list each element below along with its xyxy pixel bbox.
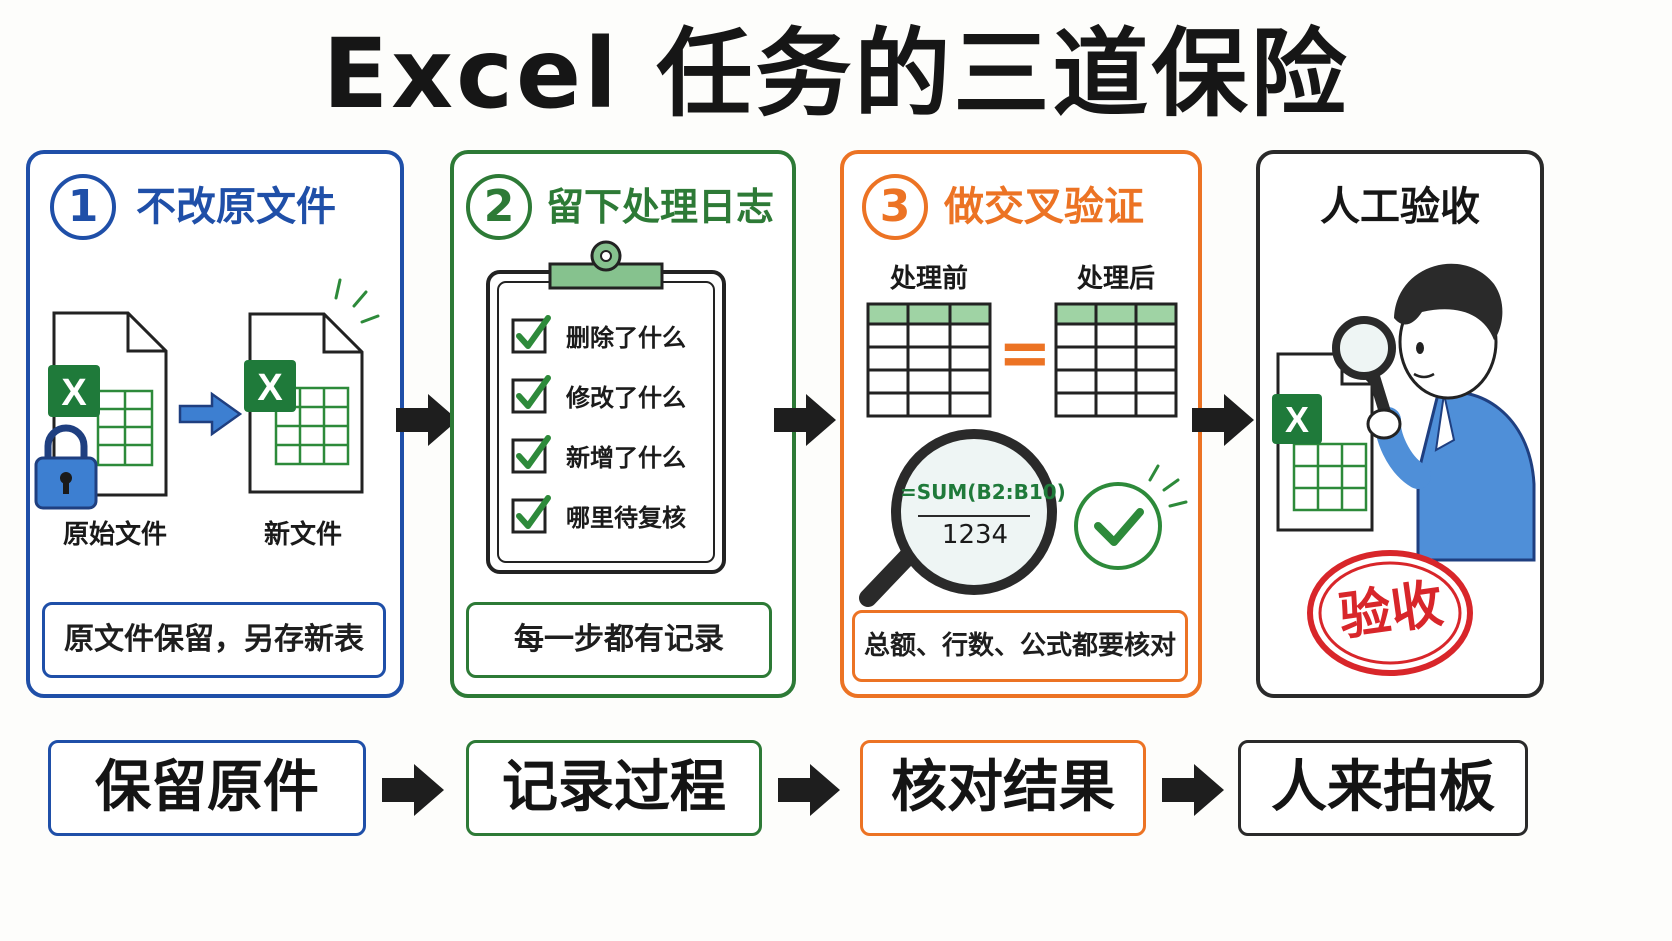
arrow-right-icon: [774, 394, 836, 446]
equals-sign: =: [998, 317, 1052, 391]
checkbox-icon: [511, 435, 551, 474]
original-file-label: 原始文件: [62, 520, 167, 550]
checklist-item-label: 删除了什么: [566, 324, 686, 352]
arrow-right-icon: [1192, 394, 1254, 446]
step-summary-1: 原文件保留，另存新表: [42, 602, 386, 678]
person-icon: X: [1272, 263, 1536, 562]
panel-cross-validation: [840, 150, 1202, 698]
before-label: 处理前: [889, 264, 968, 294]
checkbox-icon: [511, 375, 551, 414]
checklist-item: 删除了什么: [510, 310, 710, 358]
arrow-right-icon: [396, 394, 458, 446]
flow-step-human-decision: 人来拍板: [1238, 740, 1528, 836]
flow-step-record-process: 记录过程: [466, 740, 762, 836]
checkbox-icon: [511, 495, 551, 534]
checklist-item: 新增了什么: [510, 430, 710, 478]
arrow-right-icon: [1162, 764, 1224, 816]
step-number-1: 1: [50, 174, 116, 240]
arrow-right-icon: [178, 391, 243, 437]
lock-icon: [34, 424, 98, 510]
stamp-icon: [1307, 550, 1473, 676]
after-label: 处理后: [1076, 264, 1155, 294]
checklist-item-label: 修改了什么: [566, 384, 686, 412]
svg-text:X: X: [1285, 399, 1309, 440]
step-title-4: 人工验收: [1320, 184, 1480, 230]
svg-text:X: X: [61, 372, 87, 414]
step-number-2: 2: [466, 174, 532, 240]
checkbox-icon: [511, 315, 551, 354]
step-summary-2: 每一步都有记录: [466, 602, 772, 678]
checklist-item: 修改了什么: [510, 370, 710, 418]
step-title-2: 留下处理日志: [546, 185, 775, 229]
arrow-right-icon: [778, 764, 840, 816]
svg-text:X: X: [257, 367, 283, 409]
checklist-item-label: 哪里待复核: [566, 504, 686, 532]
step-summary-3: 总额、行数、公式都要核对: [852, 610, 1188, 682]
formula-text: =SUM(B2:B10): [900, 480, 1066, 504]
step-number-3: 3: [862, 174, 928, 240]
flow-step-check-results: 核对结果: [860, 740, 1146, 836]
flow-step-keep-original: 保留原件: [48, 740, 366, 836]
result-value: 1234: [941, 520, 1009, 550]
magnifier-icon: [859, 429, 1057, 607]
page-title: Excel 任务的三道保险: [322, 18, 1350, 130]
after-table-icon: [1054, 302, 1178, 418]
new-excel-file-icon: X: [244, 278, 380, 494]
arrow-right-icon: [382, 764, 444, 816]
checklist-item: 哪里待复核: [510, 490, 710, 538]
step-title-3: 做交叉验证: [944, 184, 1144, 230]
check-circle-icon: [1074, 464, 1188, 570]
checklist-item-label: 新增了什么: [566, 444, 686, 472]
step-title-1: 不改原文件: [136, 184, 336, 230]
before-table-icon: [866, 302, 992, 418]
new-file-label: 新文件: [263, 520, 342, 550]
